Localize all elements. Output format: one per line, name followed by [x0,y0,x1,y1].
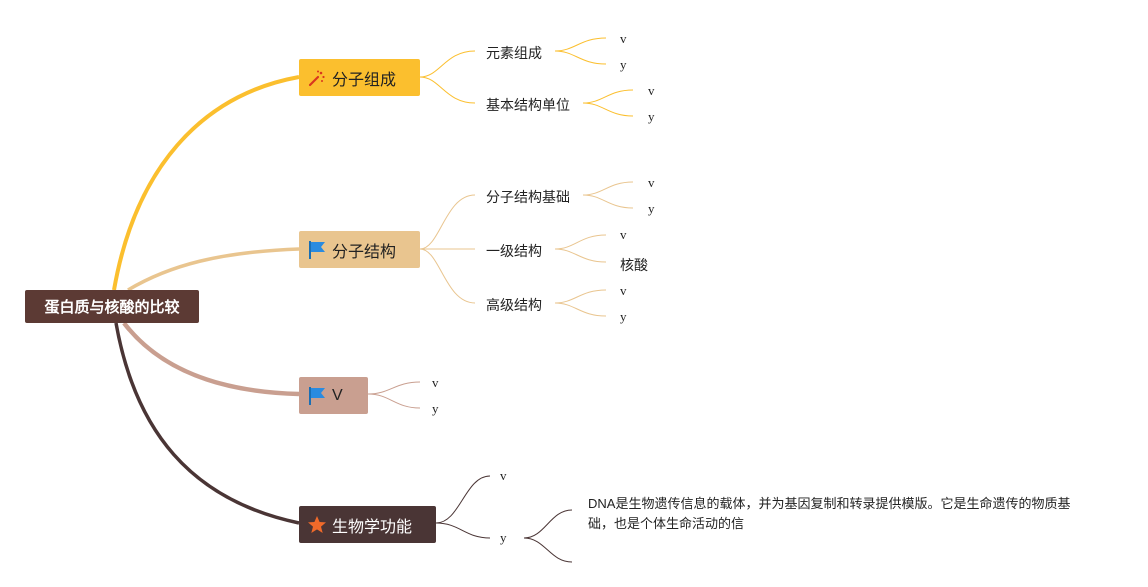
leaf-item[interactable]: v [620,283,627,298]
flag-icon [307,386,327,406]
leaf-item[interactable]: y [432,401,439,416]
leaf-item[interactable]: 核酸 [620,257,648,273]
leaf-item[interactable]: y [648,109,655,124]
topic-label: 生物学功能 [332,518,413,536]
leaf-item[interactable]: v [648,175,655,190]
subtopic-element-composition[interactable]: 元素组成 [486,45,542,61]
leaf-item[interactable]: y [648,201,655,216]
leaf-item[interactable]: y [620,57,627,72]
topic-v[interactable]: V [299,377,368,414]
topic-label: 分子组成 [332,71,397,89]
connector-root-topic1 [112,75,300,291]
topic-biological-function[interactable]: 生物学功能 [299,506,436,543]
leaf-item[interactable]: v [500,468,507,483]
subtopic-higher-structure[interactable]: 高级结构 [486,297,542,313]
leaf-item[interactable]: y [620,309,627,324]
subtopic-basic-unit[interactable]: 基本结构单位 [486,97,570,113]
leaf-item[interactable]: v [620,227,627,242]
topic-label: V [332,386,343,404]
subtopic-structure-basis[interactable]: 分子结构基础 [486,189,570,205]
root-topic[interactable]: 蛋白质与核酸的比较 [25,290,199,323]
connector-root-topic3 [122,321,300,397]
topic-label: 分子结构 [332,243,397,261]
root-label: 蛋白质与核酸的比较 [44,299,180,316]
connector-root-topic4 [114,322,300,525]
fireworks-icon [307,68,327,88]
topic-molecular-structure[interactable]: 分子结构 [299,231,420,268]
leaf-item[interactable]: v [648,83,655,98]
note-text[interactable]: DNA是生物遗传信息的载体，并为基因复制和转录提供模版。它是生命遗传的物质基础，… [588,496,1071,531]
leaf-item[interactable]: y [500,530,507,545]
star-icon [307,515,327,535]
leaf-item[interactable]: v [432,375,439,390]
leaf-item[interactable]: v [620,31,627,46]
connector-root-topic2 [127,247,300,292]
subtopic-primary-structure[interactable]: 一级结构 [486,243,542,259]
flag-icon [307,240,327,260]
topic-molecular-composition[interactable]: 分子组成 [299,59,420,96]
